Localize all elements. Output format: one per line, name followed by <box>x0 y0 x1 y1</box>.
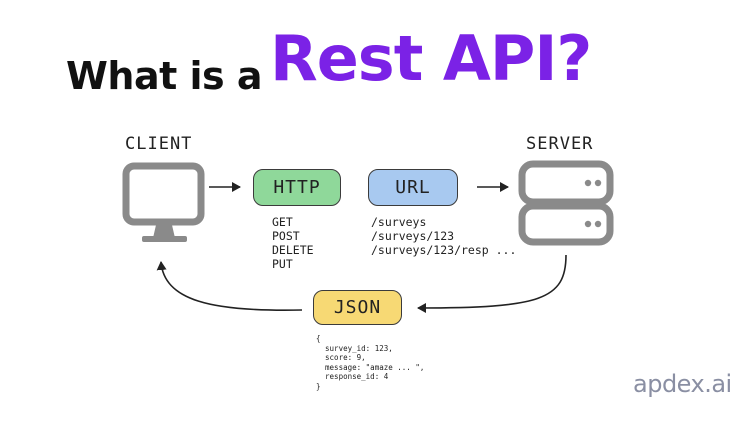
json-line: message: "amaze ... ", <box>316 362 425 372</box>
json-box: JSON <box>313 290 402 325</box>
title-accent: Rest API? <box>270 22 592 95</box>
title-prefix: What is a <box>66 54 263 98</box>
page-title: What is a Rest API? <box>0 18 750 108</box>
http-box: HTTP <box>253 169 341 206</box>
url-path: /surveys/123 <box>371 229 455 243</box>
client-label: CLIENT <box>125 134 193 154</box>
http-method: PUT <box>272 257 293 271</box>
json-line: survey_id: 123, <box>316 343 393 353</box>
url-paths-list: /surveys /surveys/123 /surveys/123/resp … <box>371 215 516 257</box>
url-box: URL <box>368 169 458 206</box>
http-method: GET <box>272 215 293 229</box>
arrow-json-to-client <box>156 261 303 312</box>
url-path: /surveys <box>371 215 427 229</box>
json-line: score: 9, <box>316 353 366 363</box>
http-method: DELETE <box>272 243 314 257</box>
computer-icon <box>122 162 205 242</box>
server-label: SERVER <box>526 134 594 154</box>
arrow-server-to-json <box>417 254 567 313</box>
json-line: } <box>316 381 321 391</box>
brand-logo: apdex.ai <box>633 370 732 398</box>
json-body: { survey_id: 123, score: 9, message: "am… <box>316 334 424 392</box>
server-icon <box>518 160 614 246</box>
http-method: POST <box>272 229 300 243</box>
http-methods-list: GET POST DELETE PUT <box>272 215 314 271</box>
json-line: response_id: 4 <box>316 372 389 382</box>
json-line: { <box>316 334 321 343</box>
url-path: /surveys/123/resp ... <box>371 243 517 257</box>
